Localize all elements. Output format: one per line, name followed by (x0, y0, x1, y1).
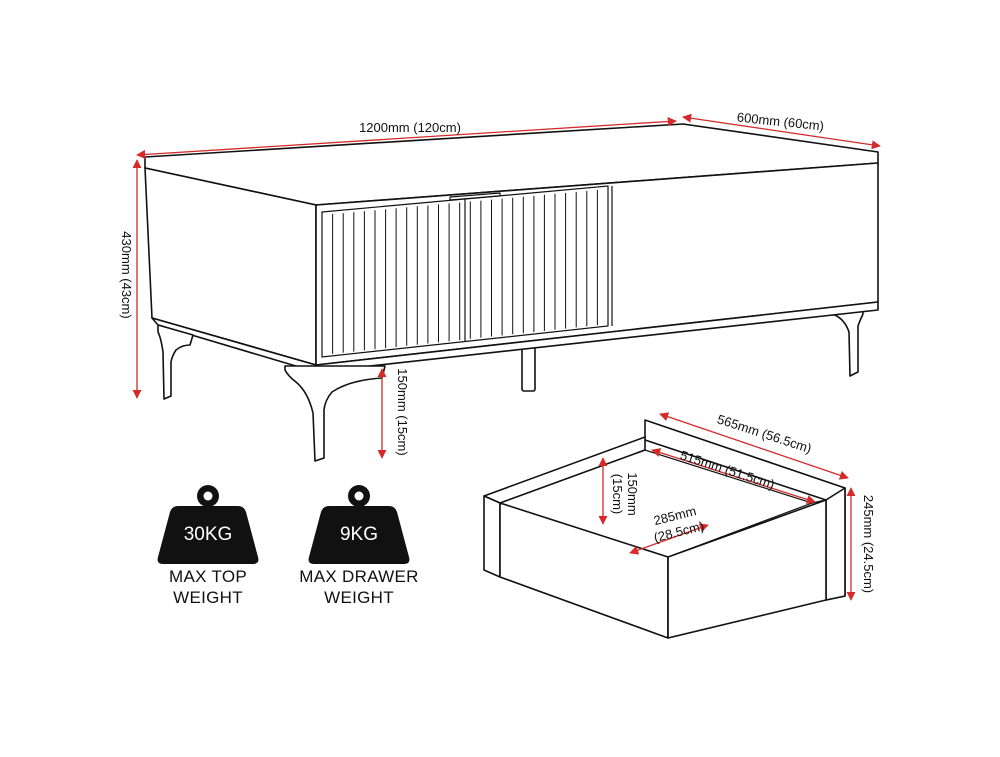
max-top-weight-caption-line2: WEIGHT (173, 588, 243, 607)
max-drawer-weight-caption-line2: WEIGHT (324, 588, 394, 607)
depth-label: 600mm (60cm) (736, 109, 825, 133)
drawer-inner-depth-arrow (651, 448, 816, 504)
clearance-label: 150mm (15cm) (395, 368, 410, 455)
height-label: 430mm (43cm) (119, 231, 134, 318)
back-left-leg (157, 324, 194, 400)
right-leg (819, 301, 864, 377)
width-label: 1200mm (120cm) (359, 120, 461, 135)
drawer-outer-depth-arrow (659, 412, 849, 480)
table-dimensions: 1200mm (120cm) 600mm (60cm) 430mm (43cm)… (119, 109, 881, 459)
front-left-leg (284, 365, 386, 462)
drawer-width-arrow (629, 523, 709, 555)
max-drawer-weight-value: 9KG (340, 524, 378, 545)
drawer-inner-height-line1: 150mm (625, 472, 640, 515)
coffee-table-drawing (144, 123, 879, 462)
width-arrow (136, 116, 677, 160)
drawer-front-height-label: 245mm (24.5cm) (861, 495, 876, 593)
fluted-drawer-front (332, 190, 598, 354)
max-drawer-weight-caption-line1: MAX DRAWER (299, 567, 419, 586)
max-top-weight-caption-line1: MAX TOP (169, 567, 247, 586)
max-top-weight-value: 30KG (184, 524, 233, 545)
weight-icon-drawer: 9KG MAX DRAWER WEIGHT (299, 485, 419, 607)
drawer-inner-height-line2: (15cm) (610, 474, 625, 514)
weight-icon-top: 30KG MAX TOP WEIGHT (157, 485, 259, 607)
depth-arrow (682, 113, 881, 150)
